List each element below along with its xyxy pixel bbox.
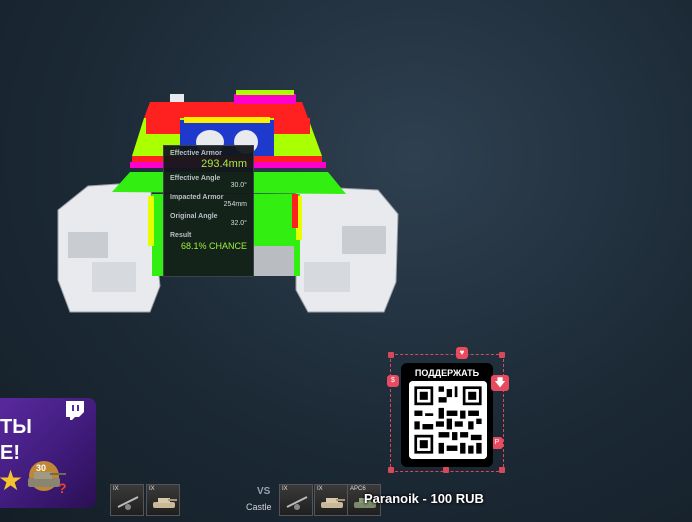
result-label: Result bbox=[170, 232, 192, 239]
right-track-detail bbox=[304, 262, 350, 292]
effective-armor-value: 293.4mm bbox=[201, 158, 247, 170]
turret-hatch bbox=[170, 94, 184, 102]
ally-tank-slot[interactable]: IX bbox=[110, 484, 144, 516]
tank-icon bbox=[153, 498, 177, 508]
tank-tier: IX bbox=[113, 486, 119, 492]
resize-handle[interactable] bbox=[499, 352, 505, 358]
artillery-icon bbox=[286, 496, 308, 510]
tank-reward-icon: 30 bbox=[28, 461, 66, 491]
vs-label: VS bbox=[257, 486, 271, 497]
tank-tier: IX bbox=[282, 486, 288, 492]
turret-cupola-top bbox=[236, 90, 294, 95]
promo-text-line1: ТЫ bbox=[0, 416, 32, 438]
donate-panel[interactable]: ПОДДЕРЖАТЬ bbox=[401, 363, 493, 467]
tank-tier: IX bbox=[149, 486, 155, 492]
tank-icon bbox=[321, 498, 345, 508]
resize-handle[interactable] bbox=[499, 467, 505, 473]
original-angle-value: 32.0° bbox=[230, 220, 247, 227]
right-track-detail bbox=[342, 226, 386, 254]
question-icon: ? bbox=[58, 480, 67, 496]
result-value: 68.1% CHANCE bbox=[180, 241, 247, 251]
turret-top bbox=[144, 102, 308, 118]
download-icon[interactable]: 🡇 bbox=[491, 375, 509, 391]
donate-widget[interactable]: ♥ $ P ПОДДЕРЖАТЬ 🡇 bbox=[387, 347, 509, 473]
impacted-armor-label: Impacted Armor bbox=[170, 194, 224, 201]
resize-handle[interactable] bbox=[443, 467, 449, 473]
effective-armor-label: Effective Armor bbox=[170, 150, 222, 157]
armor-tooltip: Effective Armor 293.4mm Effective Angle … bbox=[163, 145, 254, 277]
promo-text: ТЫ Е! bbox=[0, 414, 32, 466]
turret-red-band bbox=[146, 118, 180, 134]
effective-angle-label: Effective Angle bbox=[170, 175, 221, 182]
resize-handle[interactable] bbox=[388, 467, 394, 473]
enemy-tank-slot[interactable]: APC6 bbox=[347, 484, 381, 516]
hull-red-strip bbox=[292, 194, 298, 228]
gun-mantlet-frame bbox=[184, 117, 270, 123]
impacted-armor-value: 254mm bbox=[223, 201, 247, 208]
enemy-tank-slot[interactable]: IX bbox=[314, 484, 348, 516]
hull-side-yellow bbox=[148, 196, 154, 246]
ally-tank-slot[interactable]: IX bbox=[146, 484, 180, 516]
effective-angle-value: 30.0° bbox=[230, 182, 247, 189]
tank-tier: APC6 bbox=[350, 486, 366, 492]
paypal-icon: P bbox=[491, 437, 503, 449]
resize-handle[interactable] bbox=[388, 352, 394, 358]
qr-code[interactable] bbox=[409, 381, 487, 459]
tank-tier: IX bbox=[317, 486, 323, 492]
turret-red-band bbox=[274, 118, 310, 134]
badge-number: 30 bbox=[36, 463, 46, 473]
heart-icon: ♥ bbox=[456, 347, 468, 359]
dollar-icon: $ bbox=[387, 375, 399, 387]
left-track-detail bbox=[68, 232, 108, 258]
turret-cupola bbox=[234, 94, 296, 104]
artillery-icon bbox=[117, 496, 139, 510]
left-track-detail bbox=[92, 262, 136, 292]
hull-gray-block bbox=[254, 246, 294, 276]
hull-side-yellow bbox=[296, 196, 302, 240]
twitch-promo-banner[interactable]: ТЫ Е! ★ 30 ? bbox=[0, 398, 96, 508]
twitch-icon bbox=[66, 401, 84, 420]
original-angle-label: Original Angle bbox=[170, 213, 218, 220]
donate-title: ПОДДЕРЖАТЬ bbox=[414, 368, 480, 378]
tank-icon bbox=[354, 498, 376, 508]
star-icon: ★ bbox=[0, 465, 24, 496]
promo-text-line2: Е! bbox=[0, 442, 20, 464]
donation-alert: Paranoik - 100 RUB bbox=[364, 491, 484, 506]
map-name: Castle bbox=[246, 502, 272, 512]
enemy-tank-slot[interactable]: IX bbox=[279, 484, 313, 516]
